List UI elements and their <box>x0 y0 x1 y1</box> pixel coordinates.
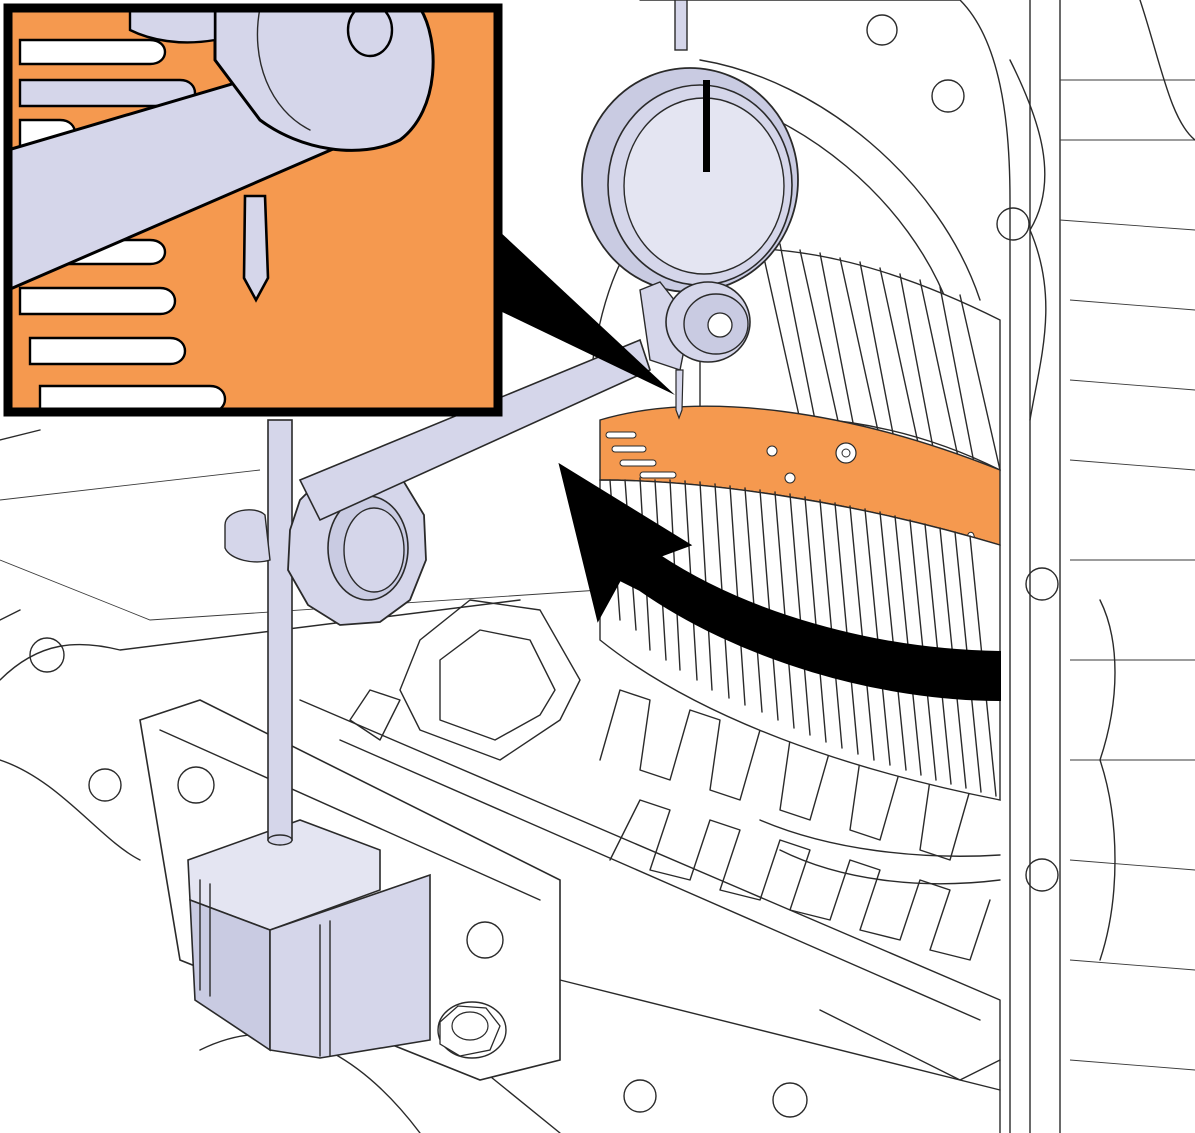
magnetic-base <box>139 338 651 1081</box>
inset-plunger <box>242 194 270 303</box>
indicator-arm <box>298 338 651 522</box>
inset-pointer <box>498 230 675 395</box>
zoom-inset <box>3 3 675 417</box>
dial-needle <box>703 80 710 172</box>
stand-post <box>267 419 293 841</box>
rotation-arrow <box>558 462 1001 702</box>
dial-indicator <box>581 0 799 420</box>
bracket-bolt <box>437 1001 507 1059</box>
